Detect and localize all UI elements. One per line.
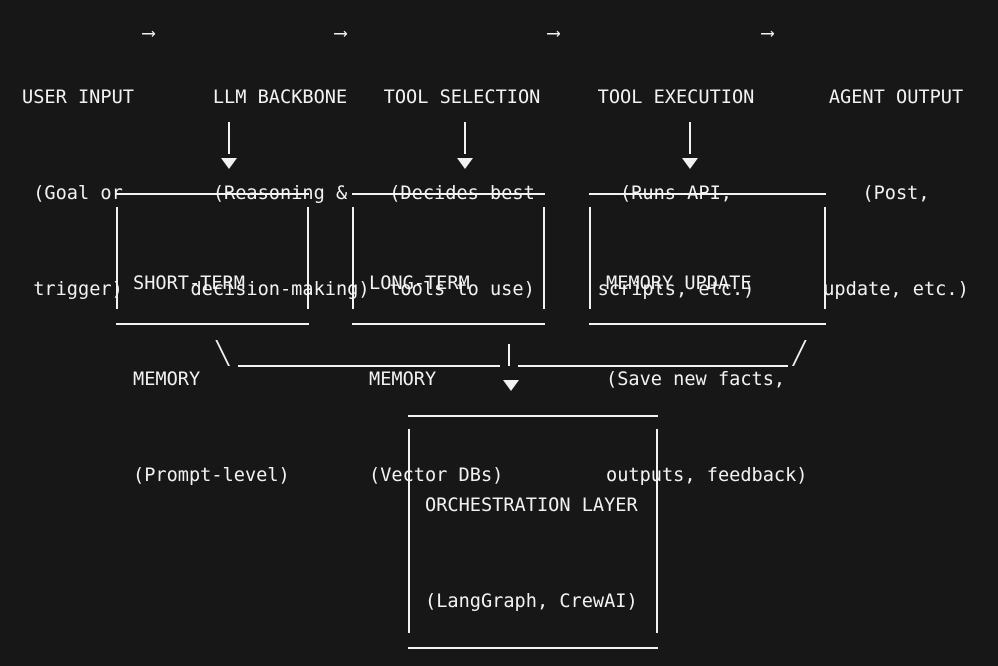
box-top-border bbox=[116, 193, 309, 195]
box-long-term-memory: LONG-TERM MEMORY (Vector DBs) bbox=[352, 193, 545, 486]
box-line: LONG-TERM bbox=[369, 273, 470, 294]
box-bottom-border bbox=[116, 323, 309, 325]
box-left-rail bbox=[408, 429, 410, 633]
box-line: MEMORY bbox=[133, 369, 201, 390]
flow-arrow-icon-1: ⟶ bbox=[143, 23, 155, 44]
box-right-rail bbox=[307, 207, 309, 309]
box-left-rail bbox=[352, 207, 354, 309]
merge-right-slash-icon bbox=[792, 340, 807, 366]
stage-title: TOOL EXECUTION bbox=[597, 87, 755, 108]
box-line: (Prompt-level) bbox=[133, 465, 290, 486]
stage-subtitle-line1: (Post, bbox=[862, 183, 930, 204]
connector-arrow-icon-3 bbox=[682, 158, 698, 169]
box-text: ORCHESTRATION LAYER (LangGraph, CrewAI) … bbox=[425, 426, 638, 666]
pipeline-stage-agent-output: AGENT OUTPUT (Post, update, etc.) bbox=[806, 18, 986, 370]
merge-line-left bbox=[238, 365, 500, 367]
connector-pipe-2 bbox=[464, 122, 466, 154]
box-top-border bbox=[352, 193, 545, 195]
connector-arrow-icon-merge bbox=[503, 380, 519, 391]
stage-subtitle-line2: update, etc.) bbox=[823, 279, 969, 300]
box-orchestration-layer: ORCHESTRATION LAYER (LangGraph, CrewAI) … bbox=[408, 415, 658, 649]
box-right-rail bbox=[656, 429, 658, 633]
box-line: outputs, feedback) bbox=[606, 465, 808, 486]
box-line: SHORT-TERM bbox=[133, 273, 245, 294]
box-line: (Save new facts, bbox=[606, 369, 786, 390]
stage-subtitle-line2: trigger) bbox=[33, 279, 123, 300]
box-top-border bbox=[589, 193, 826, 195]
box-line: MEMORY bbox=[369, 369, 437, 390]
flow-arrow-icon-2: ⟶ bbox=[335, 23, 347, 44]
box-bottom-border bbox=[408, 647, 658, 649]
stage-subtitle-line2: tools to use) bbox=[389, 279, 535, 300]
box-text: SHORT-TERM MEMORY (Prompt-level) bbox=[133, 204, 290, 556]
box-right-rail bbox=[824, 207, 826, 309]
connector-arrow-icon-2 bbox=[457, 158, 473, 169]
box-left-rail bbox=[116, 207, 118, 309]
box-right-rail bbox=[543, 207, 545, 309]
pipeline-stage-user-input: USER INPUT (Goal or trigger) bbox=[22, 18, 134, 370]
pipeline-stage-tool-selection: TOOL SELECTION (Decides best tools to us… bbox=[378, 18, 546, 370]
flow-arrow-icon-4: ⟶ bbox=[762, 23, 774, 44]
box-memory-update: MEMORY UPDATE (Save new facts, outputs, … bbox=[589, 193, 826, 486]
box-short-term-memory: SHORT-TERM MEMORY (Prompt-level) bbox=[116, 193, 309, 486]
merge-left-slash-icon bbox=[215, 340, 230, 366]
box-line: MEMORY UPDATE bbox=[606, 273, 752, 294]
box-top-border bbox=[408, 415, 658, 417]
merge-center-pipe-icon bbox=[508, 344, 510, 366]
merge-connector bbox=[0, 340, 998, 380]
connector-arrow-icon-1 bbox=[221, 158, 237, 169]
stage-title: USER INPUT bbox=[22, 87, 134, 108]
box-bottom-border bbox=[589, 323, 826, 325]
stage-title: TOOL SELECTION bbox=[383, 87, 541, 108]
stage-subtitle-line2: decision-making) bbox=[190, 279, 370, 300]
box-line: ORCHESTRATION LAYER bbox=[425, 495, 638, 516]
connector-pipe-3 bbox=[689, 122, 691, 154]
flow-arrow-icon-3: ⟶ bbox=[548, 23, 560, 44]
merge-line-right bbox=[518, 365, 788, 367]
stage-title: AGENT OUTPUT bbox=[828, 87, 964, 108]
box-text: MEMORY UPDATE (Save new facts, outputs, … bbox=[606, 204, 808, 556]
box-line: (LangGraph, CrewAI) bbox=[425, 591, 638, 612]
stage-subtitle-line2: scripts, etc.) bbox=[597, 279, 755, 300]
box-left-rail bbox=[589, 207, 591, 309]
stage-subtitle-line1: (Goal or bbox=[33, 183, 123, 204]
connector-pipe-1 bbox=[228, 122, 230, 154]
stage-title: LLM BACKBONE bbox=[212, 87, 348, 108]
box-bottom-border bbox=[352, 323, 545, 325]
